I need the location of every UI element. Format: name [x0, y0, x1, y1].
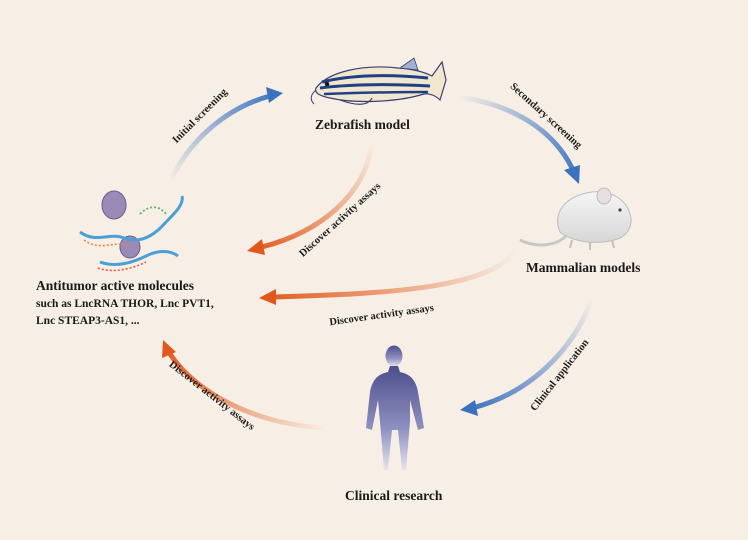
- molecule-list-line: Lnc STEAP3-AS1, ...: [36, 315, 140, 327]
- arrow-secondary-screening: [455, 94, 580, 184]
- zebrafish-model-title: Zebrafish model: [315, 117, 410, 132]
- zebrafish-icon: [310, 57, 447, 105]
- antitumor-molecules-title: Antitumor active molecules: [36, 278, 194, 293]
- molecule-list-line: such as LncRNA THOR, Lnc PVT1,: [36, 298, 214, 310]
- arrow-discover-zebrafish: [247, 139, 375, 255]
- antitumor-molecules-examples: such as LncRNA THOR, Lnc PVT1, Lnc STEAP…: [36, 296, 214, 330]
- human-silhouette-icon: [366, 345, 424, 470]
- mouse-icon: [519, 187, 632, 250]
- mammalian-models-title: Mammalian models: [526, 260, 641, 275]
- clinical-research-title: Clinical research: [345, 488, 443, 503]
- label-discover-clinical: Discover activity assays: [167, 359, 257, 433]
- arrow-clinical-application: [460, 295, 595, 416]
- arrow-initial-screening: [167, 87, 283, 185]
- label-discover-zebrafish: Discover activity assays: [297, 181, 383, 260]
- arrow-discover-mammalian: [259, 247, 519, 305]
- label-discover-mammalian: Discover activity assays: [329, 303, 435, 329]
- rna-molecule-icon: [79, 190, 184, 272]
- arrow-discover-clinical: [162, 340, 329, 431]
